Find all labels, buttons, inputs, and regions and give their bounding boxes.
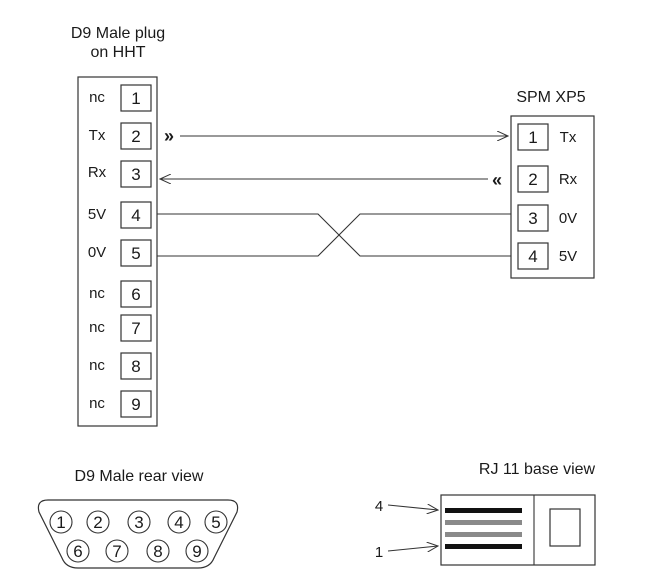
hht-pin-row: nc 9 [89,390,152,418]
hht-pin-row: nc 8 [89,352,152,380]
rj11-arrow-top [387,505,438,510]
hht-pin-number: 3 [131,165,140,184]
hht-pin-box [120,352,152,380]
hht-pin-label: nc [89,89,105,106]
spm-title: SPM XP5 [516,89,585,106]
d9-pin-circle [105,539,129,563]
rj11-contact [445,532,522,537]
spm-pin-row: 4 5V [517,242,577,270]
rj11-label-top: 4 [375,498,383,515]
spm-pin-label: Rx [559,171,578,188]
d9-pin-circle [146,539,170,563]
spm-pin-number: 2 [528,170,537,189]
hht-pin-box [120,122,152,150]
rj11-label-bottom: 1 [375,544,383,561]
d9-pin-circle [204,510,228,534]
hht-pin-number: 5 [131,244,140,263]
spm-pin-box [517,242,549,270]
hht-pin-label: 0V [88,244,106,261]
hht-pin-box [120,201,152,229]
hht-pin-number: 8 [131,357,140,376]
spm-pin-row: 3 0V [517,204,577,232]
d9-pin-number: 5 [211,513,220,532]
d9-pin-circle [185,539,209,563]
rj11-contact [445,544,522,549]
rj11-contact [445,520,522,525]
rj11-title: RJ 11 base view [479,461,596,478]
rj11-arrow-bottom [387,546,438,551]
spm-pin-row: 2 Rx [517,165,578,193]
d9-pin-number: 6 [73,542,82,561]
rj11-latch [549,508,581,547]
hht-pin-box [120,314,152,342]
hht-pin-box [120,239,152,267]
d9-pin-circle [86,510,110,534]
rx-marker: « [492,170,502,190]
hht-pin-label: nc [89,357,105,374]
d9-pin-number: 9 [192,542,201,561]
hht-pin-label: nc [89,395,105,412]
d9-pin-circle [127,510,151,534]
hht-pin-label: Tx [89,127,106,144]
d9-pin-circle [49,510,73,534]
spm-pin-label: Tx [560,129,577,146]
hht-pin-row: nc 7 [89,314,152,342]
hht-pin-number: 2 [131,127,140,146]
hht-pin-number: 4 [131,206,140,225]
d9-pin-number: 1 [56,513,65,532]
d9-pin-number: 8 [153,542,162,561]
hht-pin-label: nc [89,319,105,336]
hht-pin-box [120,280,152,308]
hht-pin-row: Rx 3 [88,160,152,188]
hht-pin-row: Tx 2 [89,122,152,150]
d9-rear-title: D9 Male rear view [75,468,204,485]
hht-pin-number: 6 [131,285,140,304]
spm-pin-number: 3 [528,209,537,228]
d9-pin-number: 3 [134,513,143,532]
rj11-contact [445,508,522,513]
spm-pin-box [517,123,549,151]
spm-pin-label: 0V [559,210,577,227]
d9-shell [37,499,239,569]
hht-pin-box [120,390,152,418]
spm-pin-box [517,204,549,232]
wire-0v-crossover [157,213,511,257]
hht-pin-label: Rx [88,164,107,181]
hht-pin-row: 0V 5 [88,239,152,267]
hht-pin-box [120,84,152,112]
d9-pin-number: 4 [174,513,183,532]
hht-pin-row: nc 6 [89,280,152,308]
spm-pin-label: 5V [559,248,577,265]
hht-pin-row: nc 1 [89,84,152,112]
hht-pin-label: nc [89,285,105,302]
spm-pin-number: 1 [528,128,537,147]
hht-pin-label: 5V [88,206,106,223]
hht-pin-number: 1 [131,89,140,108]
hht-pin-box [120,160,152,188]
hht-title-line1: D9 Male plug [71,25,165,42]
spm-pin-row: 1 Tx [517,123,577,151]
hht-pin-row: 5V 4 [88,201,152,229]
hht-pin-number: 9 [131,395,140,414]
spm-pin-number: 4 [528,247,537,266]
d9-pin-number: 7 [112,542,121,561]
d9-pin-circle [167,510,191,534]
spm-pin-box [517,165,549,193]
wire-5v-crossover [157,213,511,257]
hht-pin-number: 7 [131,319,140,338]
tx-marker: » [164,126,174,146]
d9-pin-number: 2 [93,513,102,532]
hht-title-line2: on HHT [90,44,145,61]
d9-pin-circle [66,539,90,563]
